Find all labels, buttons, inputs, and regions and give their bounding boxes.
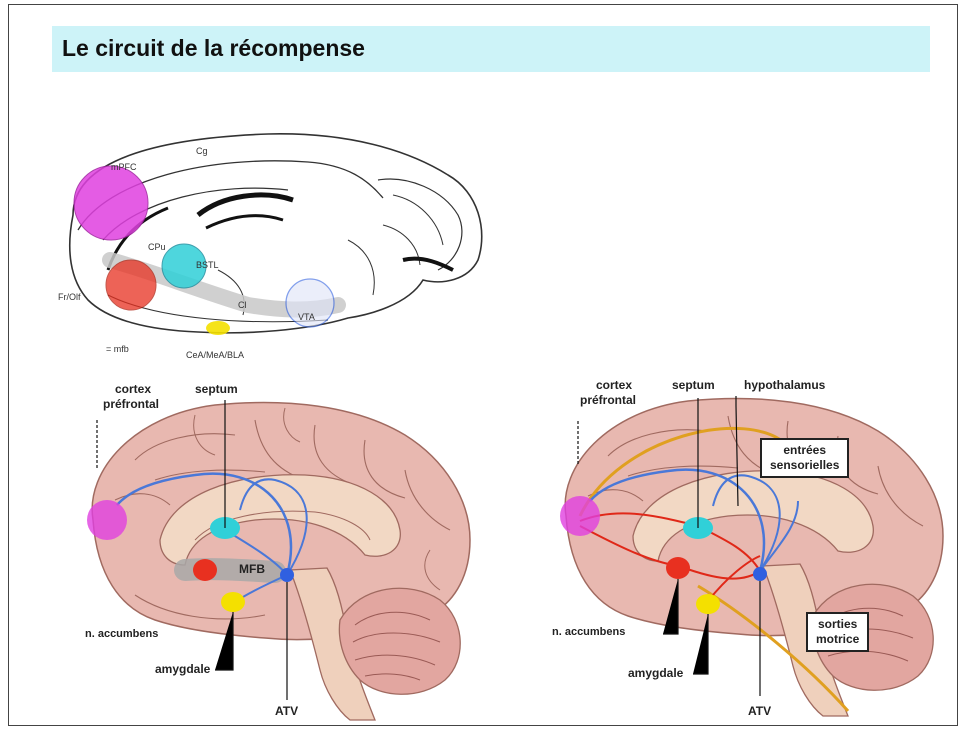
label-hypothalamus: hypothalamus xyxy=(744,378,825,392)
label-amygdale-right: amygdale xyxy=(628,666,683,680)
sorties-motrice-box: sorties motrice xyxy=(806,612,869,652)
label-mfb: MFB xyxy=(239,562,265,576)
label-cpu: CPu xyxy=(148,242,166,252)
label-mpfc: mPFC xyxy=(111,162,137,172)
brain-right-diagram: cortex préfrontal septum hypothalamus en… xyxy=(548,376,958,725)
brain-left-diagram: cortex préfrontal septum MFB n. accumben… xyxy=(75,380,495,725)
label-atv-left: ATV xyxy=(275,704,298,718)
rat-brain-drawing xyxy=(48,120,496,370)
rat-brain-diagram: mPFC Cg CPu BSTL Fr/Olf VTA Cl CeA/MeA/B… xyxy=(48,120,496,370)
label-frolf: Fr/Olf xyxy=(58,292,81,302)
label-bstl: BSTL xyxy=(196,260,219,270)
label-prefrontal-right: préfrontal xyxy=(580,393,636,407)
brain-right-drawing xyxy=(548,376,958,725)
label-motrice: motrice xyxy=(816,632,859,647)
brain-left-drawing xyxy=(75,380,495,725)
label-amygdale-left: amygdale xyxy=(155,662,210,676)
label-accumbens-left: n. accumbens xyxy=(85,628,158,640)
label-septum-left: septum xyxy=(195,382,238,396)
label-atv-right: ATV xyxy=(748,704,771,718)
label-sensorielles: sensorielles xyxy=(770,458,839,473)
label-cortex-right: cortex xyxy=(596,378,632,392)
label-mfb-legend: = mfb xyxy=(106,344,129,354)
label-septum-right: septum xyxy=(672,378,715,392)
label-sorties: sorties xyxy=(816,617,859,632)
label-entrees: entrées xyxy=(770,443,839,458)
title-bar: Le circuit de la récompense xyxy=(52,26,930,72)
label-ceamea: CeA/MeA/BLA xyxy=(186,350,244,360)
slide-title: Le circuit de la récompense xyxy=(62,35,365,62)
label-cortex-left: cortex xyxy=(115,382,151,396)
label-cl: Cl xyxy=(238,300,247,310)
label-accumbens-right: n. accumbens xyxy=(552,626,625,638)
label-cg: Cg xyxy=(196,146,208,156)
entrees-sensorielles-box: entrées sensorielles xyxy=(760,438,849,478)
label-vta: VTA xyxy=(298,312,315,322)
label-prefrontal-left: préfrontal xyxy=(103,397,159,411)
